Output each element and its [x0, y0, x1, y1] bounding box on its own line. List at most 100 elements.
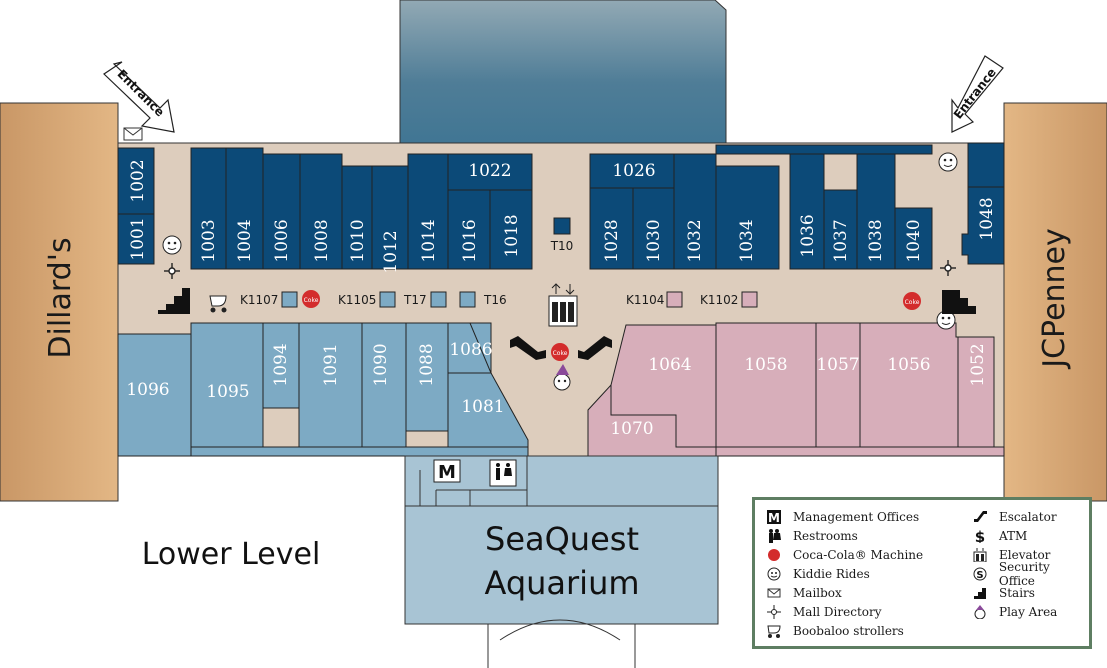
store-1048[interactable] — [961, 186, 1005, 265]
store-1095[interactable] — [190, 322, 264, 448]
store-1034[interactable] — [715, 165, 780, 270]
store-1052[interactable] — [957, 336, 995, 448]
store-1001[interactable] — [117, 213, 155, 265]
label-1058: 1058 — [744, 355, 787, 375]
legend-label: Mall Directory — [793, 605, 882, 619]
label-1040: 1040 — [904, 219, 924, 262]
label-k1102: K1102 — [700, 293, 738, 307]
escalator-icon — [578, 336, 612, 360]
legend-elevator: Elevator — [971, 546, 1050, 564]
label-1030: 1030 — [644, 219, 664, 262]
escalator-icon — [510, 336, 546, 360]
label-t10: T10 — [550, 239, 574, 253]
store-1014[interactable] — [407, 153, 449, 270]
label-1004: 1004 — [235, 219, 255, 262]
store-1004[interactable] — [225, 147, 264, 270]
store-1037[interactable] — [823, 189, 858, 270]
aquarium-entry — [487, 623, 636, 668]
legend-mailbox: Mailbox — [765, 584, 842, 602]
legend-stairs: Stairs — [971, 584, 1035, 602]
kiosk-k1105[interactable] — [379, 291, 396, 308]
entrance-right-arrow[interactable] — [951, 55, 1004, 133]
anchor-jcpenney[interactable] — [1003, 102, 1107, 502]
label-1096: 1096 — [126, 380, 169, 400]
legend-play-area: Play Area — [971, 603, 1057, 621]
svg-text:S: S — [976, 570, 983, 581]
store-1012[interactable] — [371, 165, 409, 270]
store-top-block[interactable] — [715, 144, 933, 155]
kiosk-k1104[interactable] — [666, 291, 683, 308]
store-1058[interactable] — [715, 322, 817, 448]
coca-cola-icon: Coke — [903, 292, 921, 310]
aquarium[interactable] — [404, 505, 719, 625]
entrance-left-label: Entrance — [115, 67, 168, 120]
unit-labels: 1002 1001 1003 1004 1006 1008 1010 1012 … — [126, 159, 997, 439]
label-1057: 1057 — [816, 355, 859, 375]
svg-text:Coke: Coke — [304, 297, 319, 304]
escalator-icon — [971, 508, 989, 526]
store-1091-fill[interactable] — [298, 322, 363, 448]
legend-label: Play Area — [999, 605, 1058, 619]
label-1012: 1012 — [381, 230, 401, 273]
kiosk-k1102[interactable] — [741, 291, 758, 308]
stroller-icon — [765, 622, 783, 640]
label-1090: 1090 — [371, 343, 391, 386]
south-east-stores — [587, 322, 1005, 457]
kiosk-t16[interactable] — [459, 291, 476, 308]
kiosk-t17[interactable] — [430, 291, 447, 308]
store-1028[interactable] — [589, 187, 634, 270]
store-1030[interactable] — [632, 187, 675, 270]
label-1001: 1001 — [128, 217, 148, 260]
legend-label: Stairs — [999, 586, 1035, 600]
label-1006: 1006 — [272, 219, 292, 262]
kiosks: K1107 K1105 T17 T16 K1104 K1102 — [240, 291, 758, 308]
anchor-dillards-label: Dillard's — [43, 237, 78, 358]
store-1056[interactable] — [859, 322, 959, 448]
store-south-strip[interactable] — [190, 446, 529, 457]
mall-directory-icon — [765, 603, 783, 621]
store-1094[interactable] — [262, 322, 300, 409]
play-area-icon — [971, 603, 989, 621]
store-1040[interactable] — [894, 207, 933, 270]
south-west-stores — [117, 322, 529, 457]
aquarium-label-line2: Aquarium — [484, 564, 639, 602]
stroller-icon — [209, 295, 227, 313]
entrance-right[interactable]: Entrance — [951, 55, 1004, 133]
atm-icon: $ — [971, 527, 989, 545]
label-1034: 1034 — [737, 219, 757, 262]
kiosk-k1107[interactable] — [281, 291, 298, 308]
legend-escalator: Escalator — [971, 508, 1057, 526]
mall-directory-icon — [164, 263, 180, 279]
store-t10[interactable] — [553, 217, 571, 235]
svg-text:$: $ — [975, 529, 985, 543]
store-south-strip-east[interactable] — [715, 446, 1005, 457]
label-1086: 1086 — [449, 340, 492, 360]
mailbox-icon — [765, 584, 783, 602]
store-1088[interactable] — [405, 322, 449, 432]
elevator-icon — [971, 546, 989, 564]
store-1038[interactable] — [856, 153, 896, 270]
store-1022[interactable] — [447, 153, 533, 191]
label-1002: 1002 — [128, 159, 148, 202]
legend-restrooms: Restrooms — [765, 527, 858, 545]
store-1016[interactable] — [447, 189, 491, 270]
store-1032[interactable] — [673, 153, 717, 270]
label-1095: 1095 — [206, 382, 249, 402]
label-1018: 1018 — [502, 214, 522, 257]
store-1006[interactable] — [262, 153, 301, 270]
label-1091: 1091 — [321, 343, 341, 386]
restrooms-icon — [489, 459, 517, 487]
store-1010[interactable] — [341, 165, 373, 270]
store-1048-top[interactable] — [967, 142, 1005, 188]
store-1003[interactable] — [190, 147, 227, 270]
store-1057[interactable] — [815, 322, 861, 448]
legend-atm: $ ATM — [971, 527, 1028, 545]
store-1086-slant[interactable] — [447, 322, 492, 374]
store-1018[interactable] — [489, 189, 533, 270]
elevator-icon — [548, 283, 578, 327]
entrance-left-arrow[interactable] — [103, 61, 175, 133]
coca-cola-icon: Coke — [302, 290, 320, 308]
anchor-dillards[interactable] — [0, 102, 119, 502]
svg-text:Coke: Coke — [553, 350, 568, 357]
